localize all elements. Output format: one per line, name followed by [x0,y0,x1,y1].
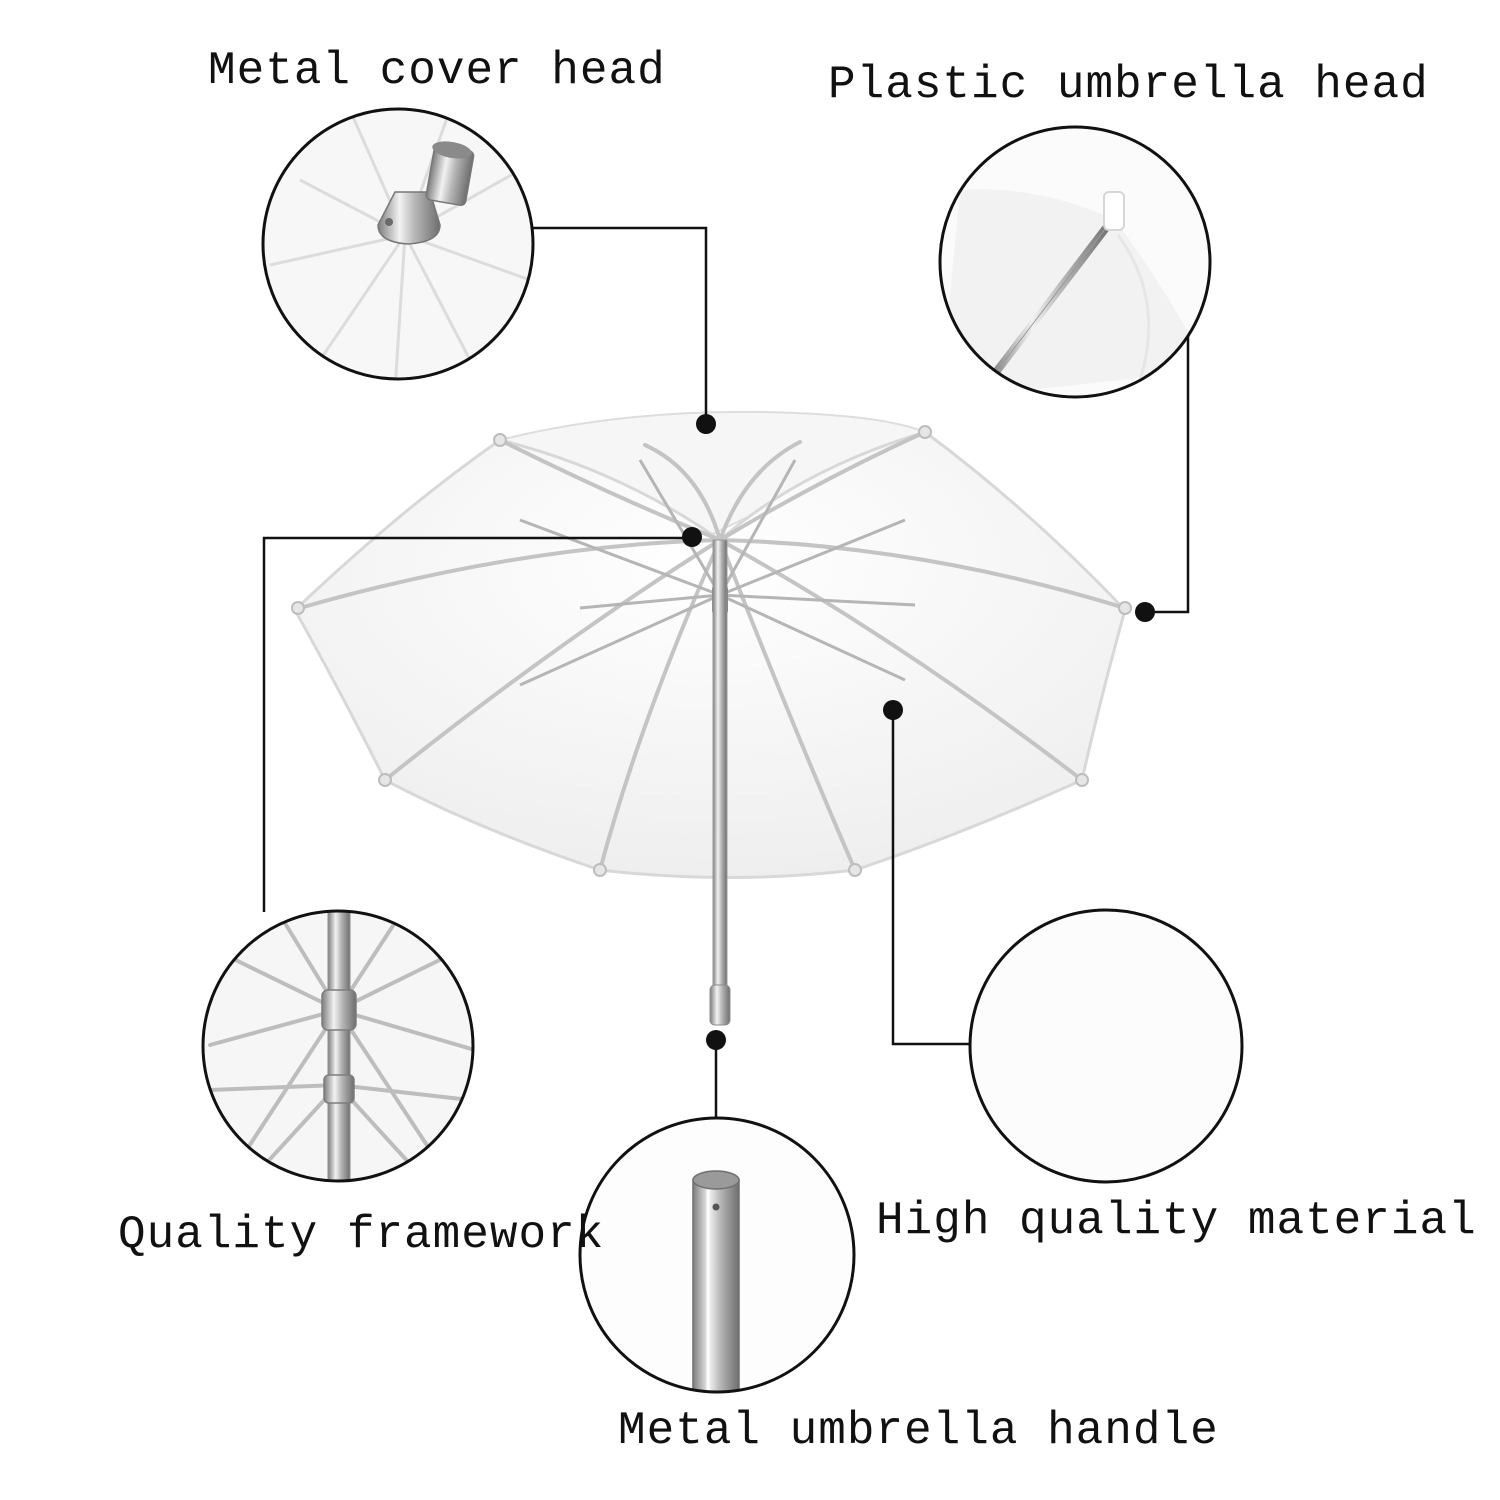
dot-high-quality-material [883,700,903,720]
connector-high-quality-material [891,710,970,1046]
umbrella-main-image [291,410,1132,1026]
label-metal-umbrella-handle: Metal umbrella handle [618,1405,1219,1457]
connector-metal-cover-head [533,226,708,423]
umbrella-rib-tips [291,425,1132,877]
detail-circle-metal-umbrella-handle [578,1116,856,1394]
detail-circle-metal-cover-head [261,107,535,381]
umbrella-canopy [293,430,1127,879]
callout-connectors [262,226,1190,1120]
umbrella-ribs [298,430,1127,872]
dot-plastic-umbrella-head [1135,602,1155,622]
label-metal-cover-head: Metal cover head [208,45,666,97]
callout-dots [682,414,1155,1050]
label-plastic-umbrella-head: Plastic umbrella head [828,59,1429,111]
umbrella-canopy-back [497,410,928,542]
label-high-quality-material: High quality material [876,1195,1477,1247]
umbrella-stretchers [519,459,916,687]
detail-circle-high-quality-material [968,908,1244,1184]
detail-circle-quality-framework [201,909,475,1183]
connector-quality-framework [262,536,692,912]
connector-plastic-umbrella-head [1145,333,1190,614]
dot-metal-cover-head [696,414,716,434]
label-quality-framework: Quality framework [118,1209,605,1261]
detail-circle-plastic-umbrella-head [938,125,1212,399]
dot-metal-umbrella-handle [706,1030,726,1050]
umbrella-shaft [712,539,728,1021]
dot-quality-framework [682,527,702,547]
